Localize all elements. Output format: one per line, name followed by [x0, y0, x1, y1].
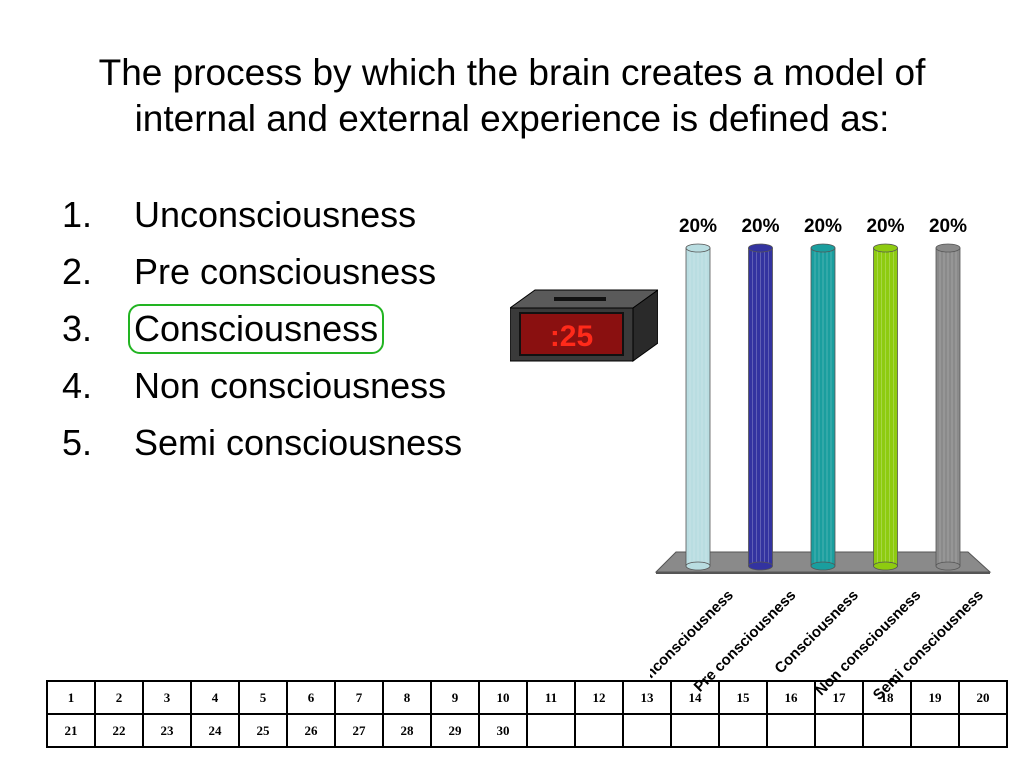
grid-cell: 15	[718, 680, 768, 715]
grid-cell: 23	[142, 713, 192, 748]
bar-top-cap	[810, 243, 836, 253]
grid-cell	[574, 713, 624, 748]
grid-cell: 19	[910, 680, 960, 715]
data-label: 20%	[866, 216, 904, 237]
title-line-1: The process by which the brain creates a…	[98, 52, 926, 93]
bar-bottom-cap	[873, 561, 898, 571]
grid-cell	[814, 713, 864, 748]
bar-3	[810, 243, 836, 571]
grid-cell: 28	[382, 713, 432, 748]
grid-cell: 17	[814, 680, 864, 715]
timer-box-icon	[508, 289, 660, 362]
grid-cell: 24	[190, 713, 240, 748]
bar-top-cap	[748, 243, 773, 253]
timer-value: :25	[549, 320, 594, 353]
bar-top-cap	[935, 243, 961, 253]
grid-cell: 3	[142, 680, 192, 715]
grid-cell	[910, 713, 960, 748]
answer-list: 1. Unconsciousness 2. Pre consciousness …	[62, 186, 464, 471]
data-label: 20%	[929, 216, 967, 237]
grid-cell: 30	[478, 713, 528, 748]
data-label: 20%	[679, 216, 717, 237]
bar-top-cap	[685, 243, 711, 253]
title-line-2: internal and external experience is defi…	[134, 98, 890, 139]
answer-number: 5.	[62, 421, 93, 463]
grid-cell: 12	[574, 680, 624, 715]
grid-cell: 4	[190, 680, 240, 715]
answer-number: 2.	[62, 250, 93, 292]
answer-label: Non consciousness	[134, 364, 447, 406]
grid-cell: 8	[382, 680, 432, 715]
answer-number: 3.	[62, 307, 93, 349]
answer-label-highlighted: Consciousness	[127, 303, 385, 354]
countdown-timer: :25	[508, 287, 660, 365]
answer-option-2[interactable]: 2. Pre consciousness	[62, 243, 464, 300]
grid-cell: 16	[766, 680, 816, 715]
grid-cell	[862, 713, 912, 748]
grid-cell	[718, 713, 768, 748]
bar-body	[873, 247, 898, 567]
answer-label: Unconsciousness	[134, 193, 417, 235]
answer-option-5[interactable]: 5. Semi consciousness	[62, 414, 464, 471]
grid-cell: 29	[430, 713, 480, 748]
grid-cell: 22	[94, 713, 144, 748]
answer-option-3-correct[interactable]: 3. Consciousness	[62, 300, 464, 357]
bar-2	[748, 243, 773, 571]
bar-bottom-cap	[935, 561, 961, 571]
answer-number: 4.	[62, 364, 93, 406]
chart-floor-edge	[656, 572, 990, 574]
grid-cell: 18	[862, 680, 912, 715]
answer-option-4[interactable]: 4. Non consciousness	[62, 357, 464, 414]
grid-cell: 9	[430, 680, 480, 715]
answer-number: 1.	[62, 193, 93, 235]
grid-cell: 10	[478, 680, 528, 715]
slide-title: The process by which the brain creates a…	[40, 50, 984, 142]
bar-5	[935, 243, 961, 571]
bar-1	[685, 243, 711, 571]
bar-4	[873, 243, 898, 571]
bar-bottom-cap	[685, 561, 711, 571]
grid-cell: 20	[958, 680, 1008, 715]
grid-cell: 6	[286, 680, 336, 715]
grid-cell: 27	[334, 713, 384, 748]
bar-bottom-cap	[748, 561, 773, 571]
grid-cell	[670, 713, 720, 748]
data-label: 20%	[804, 216, 842, 237]
answer-label: Pre consciousness	[134, 250, 437, 292]
grid-cell: 14	[670, 680, 720, 715]
grid-cell: 7	[334, 680, 384, 715]
grid-cell	[622, 713, 672, 748]
grid-cell: 1	[46, 680, 96, 715]
grid-cell: 2	[94, 680, 144, 715]
grid-cell: 21	[46, 713, 96, 748]
grid-cell: 26	[286, 713, 336, 748]
grid-cell: 5	[238, 680, 288, 715]
grid-cell	[766, 713, 816, 748]
bar-bottom-cap	[810, 561, 836, 571]
grid-cell: 13	[622, 680, 672, 715]
grid-cell	[958, 713, 1008, 748]
grid-cell	[526, 713, 576, 748]
bar-body	[685, 247, 711, 567]
answer-option-1[interactable]: 1. Unconsciousness	[62, 186, 464, 243]
data-label: 20%	[741, 216, 779, 237]
grid-cell: 11	[526, 680, 576, 715]
grid-cell: 25	[238, 713, 288, 748]
answer-label: Semi consciousness	[134, 421, 463, 463]
bar-top-cap	[873, 243, 898, 253]
